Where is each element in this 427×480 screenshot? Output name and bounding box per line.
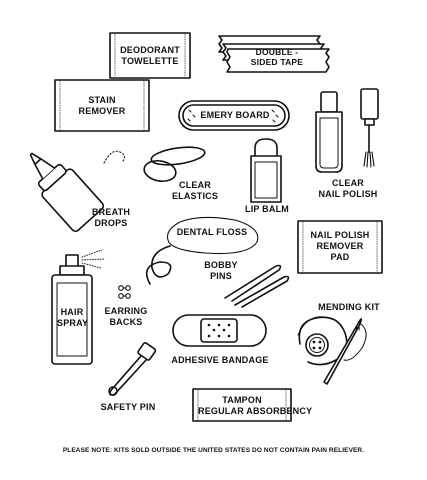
tampon-packet [192,388,292,422]
nail-polish-remover-pad-packet [297,220,383,274]
label-bobby-pins: BOBBY PINS [199,260,243,282]
label-emery-board: EMERY BOARD [200,110,270,120]
label-line: DEODORANT [120,45,180,55]
label-line: BREATH [91,207,131,217]
label-deodorant-towelette: DEODORANT TOWELETTE [111,45,189,67]
label-tampon: TAMPON REGULAR ABSORBENCY [198,395,313,417]
label-line: SIDED TAPE [250,57,304,67]
hair-spray-can [51,249,105,365]
label-line: HAIR [60,307,84,317]
nail-polish-brush-cap [360,88,379,168]
label-line: DOUBLE - [255,47,299,57]
footnote: PLEASE NOTE: KITS SOLD OUTSIDE THE UNITE… [62,447,365,454]
label-line: SPRAY [57,318,89,328]
dental-floss-thread [145,216,259,285]
label-clear-nail-polish: CLEAR NAIL POLISH [316,178,380,200]
label-safety-pin: SAFETY PIN [100,402,156,412]
nail-polish-bottle [315,91,343,173]
label-clear-elastics: CLEAR ELASTICS [166,180,224,202]
label-subline: REGULAR ABSORBENCY [198,406,313,416]
label-lip-balm: LIP BALM [245,204,289,214]
label-line: PINS [210,271,232,281]
clear-elastics [143,146,206,183]
label-line: NAIL POLISH [318,189,378,199]
label-breath-drops: BREATH DROPS [82,207,140,229]
bobby-pins [224,264,290,308]
label-line: BOBBY [204,260,238,270]
mending-kit [297,316,367,385]
breath-drops-bottle [29,150,126,233]
safety-pin [108,342,157,396]
label-line: BACKS [109,317,143,327]
label-line: EARRING [104,306,148,316]
label-double-sided-tape: DOUBLE - SIDED TAPE [232,47,322,67]
label-earring-backs: EARRING BACKS [98,306,154,328]
label-line: REMOVER [316,241,364,251]
label-line: STAIN [88,95,116,105]
label-line: REMOVER [78,106,126,116]
deodorant-towelette-packet [109,32,191,79]
lip-balm [250,138,282,203]
label-line: CLEAR [179,180,211,190]
earring-backs [118,285,131,299]
label-adhesive-bandage: ADHESIVE BANDAGE [171,355,269,365]
emery-board [178,100,290,131]
label-line: TOWELETTE [121,56,179,66]
adhesive-bandage [172,314,267,347]
label-line: DROPS [94,218,128,228]
label-nail-polish-remover-pad: NAIL POLISH REMOVER PAD [303,230,377,263]
label-line: ELASTICS [171,191,219,201]
label-line: TAMPON [222,395,262,405]
label-dental-floss: DENTAL FLOSS [176,227,248,237]
label-line: NAIL POLISH [310,230,370,240]
label-stain-remover: STAIN REMOVER [60,95,144,117]
label-hair-spray: HAIR SPRAY [57,307,89,329]
label-line: CLEAR [332,178,364,188]
stain-remover-packet [54,79,150,132]
double-sided-tape-stack [218,35,330,73]
label-mending-kit: MENDING KIT [318,302,380,312]
label-line: PAD [330,252,350,262]
